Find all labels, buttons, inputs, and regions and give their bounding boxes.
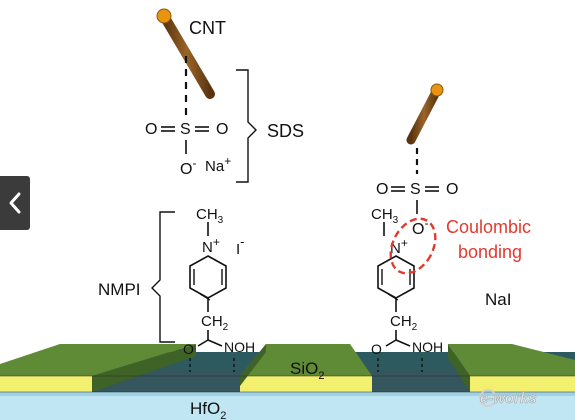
bond-line: [207, 339, 223, 347]
bonded-o-right: O: [446, 181, 458, 198]
sio2-top: [240, 344, 372, 376]
bonded-ch3: CH3: [371, 206, 399, 226]
bonded-pyridinium-ring: [377, 255, 415, 299]
sds-o-right: O: [216, 121, 228, 138]
bonded-o-minus: O-: [412, 216, 428, 238]
nmpi-o: O: [183, 341, 194, 357]
cnt-tip: [156, 8, 172, 24]
bond-line: [395, 339, 411, 347]
bond-line: [197, 339, 209, 347]
nmpi-noh: NOH: [224, 339, 255, 355]
bond-line: [385, 339, 397, 347]
left-electrode-front: [0, 376, 92, 392]
nmpi-bracket: [151, 211, 175, 343]
bonded-s: S: [410, 181, 421, 198]
cnt-rod: [159, 11, 215, 99]
sds-label: SDS: [267, 121, 304, 141]
bonded-nmpi-molecule: CH3 N+ CH2 O NOH Coulombic bonding NaI: [371, 206, 531, 372]
eworks-watermark: e-works: [479, 389, 537, 407]
free-cnt-group: CNT O S O O- Na+ SDS: [145, 8, 304, 183]
nmpi-ch3: CH3: [196, 206, 224, 226]
center-electrode: [240, 376, 372, 392]
sds-sodium: Na+: [205, 154, 231, 175]
hfo2-top-edge: [0, 392, 575, 396]
bonded-cnt-tip: [430, 83, 444, 97]
nmpi-iodide: I-: [236, 234, 245, 258]
sds-s: S: [180, 121, 191, 138]
bonded-o: O: [371, 341, 382, 357]
watermark-text: e-works: [480, 390, 537, 407]
sio2-label: SiO2: [290, 359, 324, 382]
coulombic-highlight: [389, 217, 437, 275]
coulombic-label-line2: bonding: [458, 242, 522, 262]
pyridinium-ring: [189, 255, 227, 299]
sds-o-minus: O-: [180, 156, 196, 178]
hfo2-label: HfO2: [190, 399, 226, 420]
left-dielectric-top: [0, 344, 196, 376]
sds-bracket: [236, 69, 257, 183]
nmpi-ch2: CH2: [201, 313, 229, 333]
right-electrode: [470, 376, 575, 392]
left-dielectric-side: [92, 344, 196, 392]
bonded-ch2: CH2: [390, 313, 418, 333]
bonded-n: N+: [390, 236, 408, 257]
watermark-logo-icon: [479, 389, 497, 407]
bonded-noh: NOH: [412, 339, 443, 355]
bonded-o-left: O: [376, 181, 388, 198]
cnt-label: CNT: [189, 18, 226, 38]
substrate-stack: SiO2 HfO2: [0, 344, 575, 420]
prev-nav-button[interactable]: [0, 176, 30, 230]
sio2-left-side: [240, 344, 266, 386]
nmpi-n: N+: [202, 235, 220, 256]
chevron-left-icon: [9, 192, 21, 214]
right-dielectric-side: [448, 344, 470, 392]
nai-label: NaI: [485, 290, 511, 309]
right-dielectric-top: [448, 344, 575, 376]
nmpi-label: NMPI: [98, 280, 141, 299]
nmpi-molecule: CH3 N+ I- CH2 O NOH NMPI: [98, 206, 255, 372]
sds-o-left: O: [145, 121, 157, 138]
bonded-cnt-group: O S O O-: [376, 83, 458, 238]
coulombic-label-line1: Coulombic: [446, 217, 531, 237]
bonded-cnt-rod: [406, 85, 442, 145]
